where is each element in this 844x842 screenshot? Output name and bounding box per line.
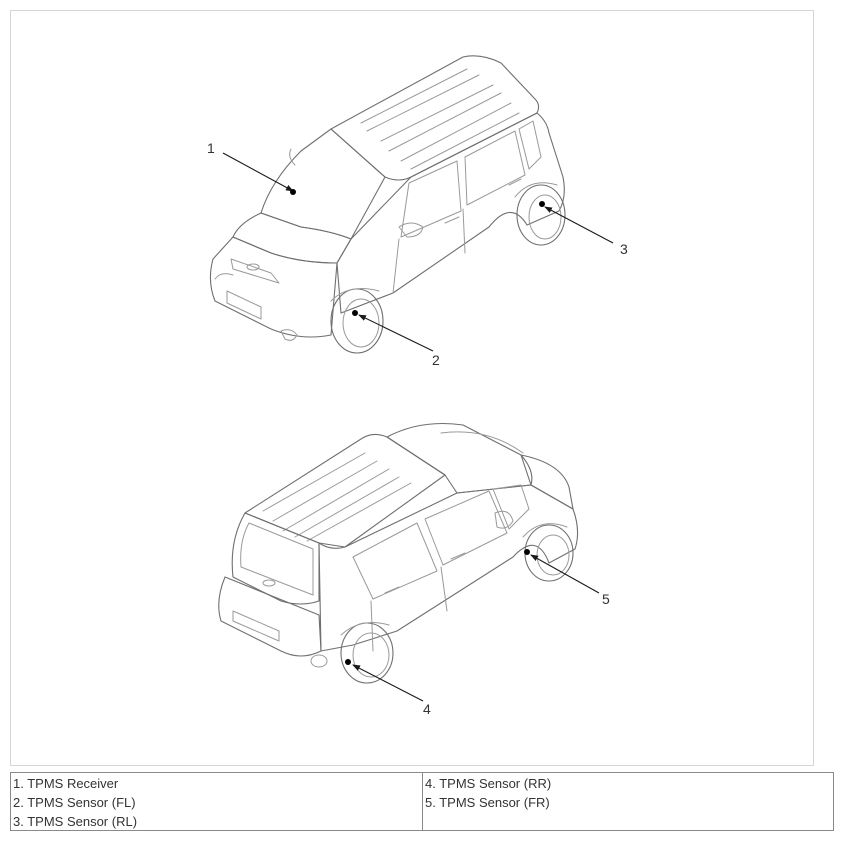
callout-2-label: 2 (432, 352, 440, 368)
legend-item-tpms-sensor-rr: 4. TPMS Sensor (RR) (425, 776, 552, 791)
callout-1-label: 1 (207, 140, 215, 156)
callout-4-label: 4 (423, 701, 431, 717)
legend-column-left: 1. TPMS Receiver 2. TPMS Sensor (FL) 3. … (11, 773, 423, 830)
legend-item-tpms-sensor-rl: 3. TPMS Sensor (RL) (13, 814, 138, 829)
legend-table: 1. TPMS Receiver 2. TPMS Sensor (FL) 3. … (10, 772, 834, 831)
front-view-vehicle-illustration (209, 55, 566, 354)
legend-item-tpms-sensor-fr: 5. TPMS Sensor (FR) (425, 795, 550, 810)
legend-item-tpms-receiver: 1. TPMS Receiver (13, 776, 119, 791)
diagram-frame: 1 2 3 (10, 10, 814, 766)
rear-view-vehicle-illustration (218, 422, 579, 684)
callout-5-label: 5 (602, 591, 610, 607)
tpms-location-diagram: 1 2 3 (207, 55, 628, 717)
legend-column-right: 4. TPMS Sensor (RR) 5. TPMS Sensor (FR) (423, 773, 833, 830)
legend-item-tpms-sensor-fl: 2. TPMS Sensor (FL) (13, 795, 136, 810)
callout-3-label: 3 (620, 241, 628, 257)
